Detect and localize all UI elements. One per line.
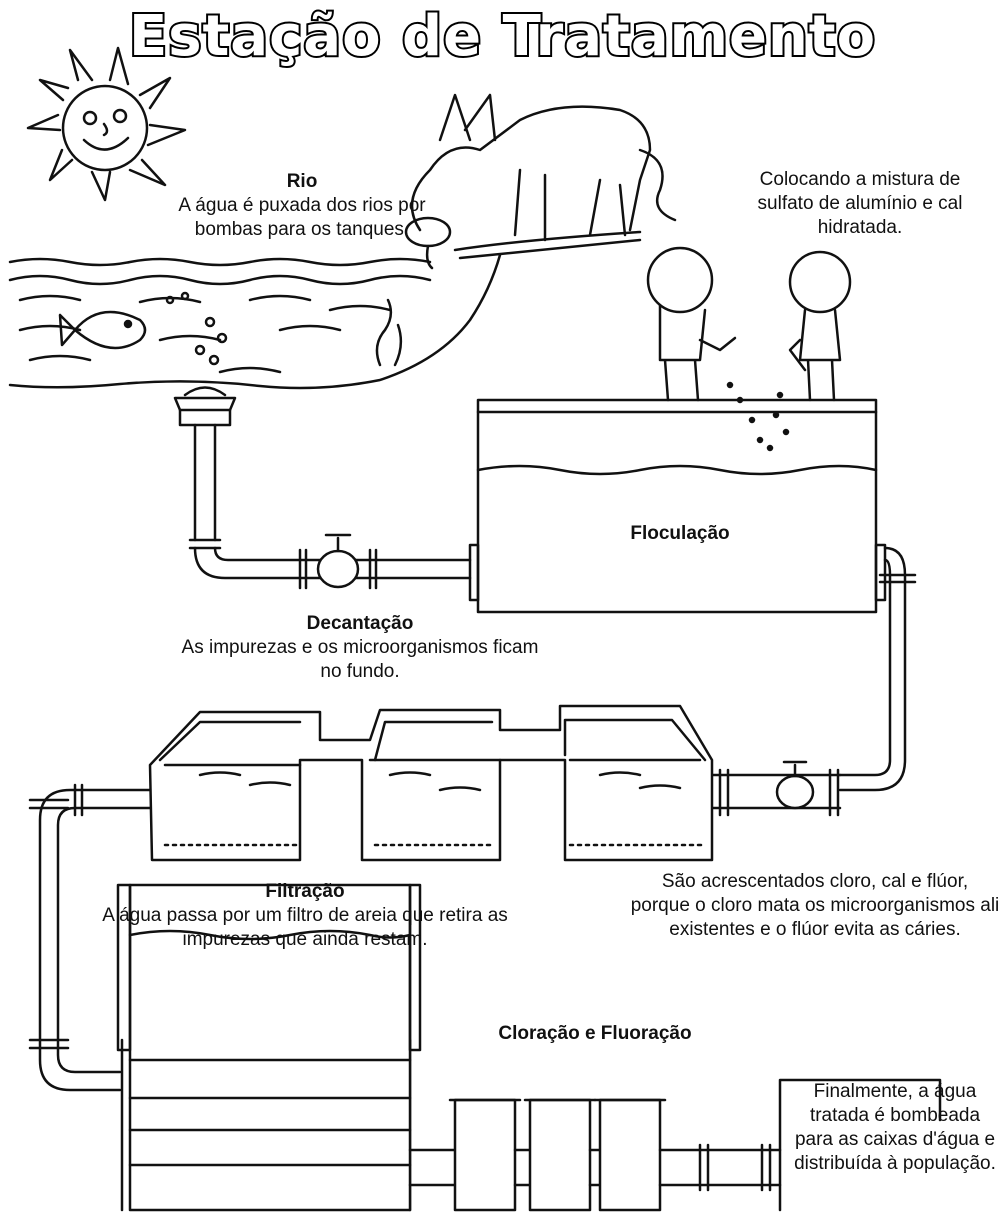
rio-text: A água é puxada dos rios por bombas para… xyxy=(178,195,426,240)
intake-pump xyxy=(173,386,237,550)
decantacao-heading: Decantação xyxy=(306,613,414,634)
decantacao-text: As impurezas e os microorganismos ficam … xyxy=(181,637,539,682)
donkey-illustration xyxy=(404,93,677,270)
final-label: Finalmente, a água tratada é bombeada pa… xyxy=(794,1081,996,1174)
final-reservoir xyxy=(778,1078,942,1212)
filtracao-text: A água passa por um filtro de areia que … xyxy=(102,905,508,950)
decantacao-label: Decantação As impurezas e os microorgani… xyxy=(180,612,540,684)
mistura-label: Colocando a mistura de sulfato de alumín… xyxy=(757,169,963,238)
distribution-canisters xyxy=(408,1098,782,1212)
cloracao-info-label: São acrescentados cloro, cal e flúor, po… xyxy=(630,871,1000,940)
children-illustration xyxy=(646,246,852,452)
river-illustration xyxy=(8,253,502,390)
filtracao-heading: Filtração xyxy=(265,881,345,902)
rio-heading: Rio xyxy=(286,171,318,192)
intake-valve-icon xyxy=(316,533,360,589)
intake-pipe xyxy=(193,546,472,580)
grass-ledge xyxy=(453,230,642,252)
page-title: Estação de Tratamento xyxy=(127,2,877,71)
floculacao-label: Floculação xyxy=(630,523,730,544)
flocculation-tank xyxy=(468,398,887,614)
rio-label: Rio A água é puxada dos rios por bombas … xyxy=(172,170,432,242)
floc-outlet-pipe xyxy=(838,546,907,792)
dosing-valve-icon xyxy=(775,760,815,810)
decantation-tanks xyxy=(148,704,714,862)
chlorination-tank xyxy=(116,883,422,1212)
filtracao-label: Filtração A água passa por um filtro de … xyxy=(95,880,515,952)
sun-illustration xyxy=(26,46,187,202)
cloracao-label: Cloração e Fluoração xyxy=(498,1023,692,1044)
